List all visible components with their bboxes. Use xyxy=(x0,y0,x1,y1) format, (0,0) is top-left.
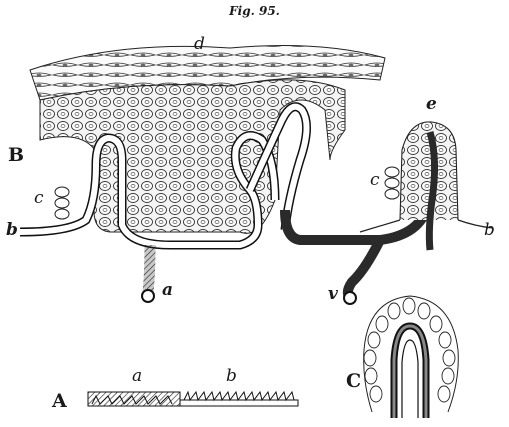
label-A: A xyxy=(52,392,67,411)
figure-title: Fig. 95. xyxy=(0,4,509,18)
label-a-strip: a xyxy=(132,368,142,385)
panel-a-strip xyxy=(88,392,298,406)
label-c-left: c xyxy=(34,190,44,207)
panel-c-villus xyxy=(364,296,459,418)
label-v-vein: v xyxy=(328,286,338,303)
label-b-strip: b xyxy=(226,368,237,385)
label-a-artery: a xyxy=(162,282,173,299)
label-e: e xyxy=(426,96,437,113)
label-C: C xyxy=(346,372,361,391)
label-b-left: b xyxy=(6,222,18,239)
label-b-right: b xyxy=(484,222,495,239)
label-B: B xyxy=(8,146,24,165)
label-d: d xyxy=(194,36,205,53)
label-c-right: c xyxy=(370,172,380,189)
